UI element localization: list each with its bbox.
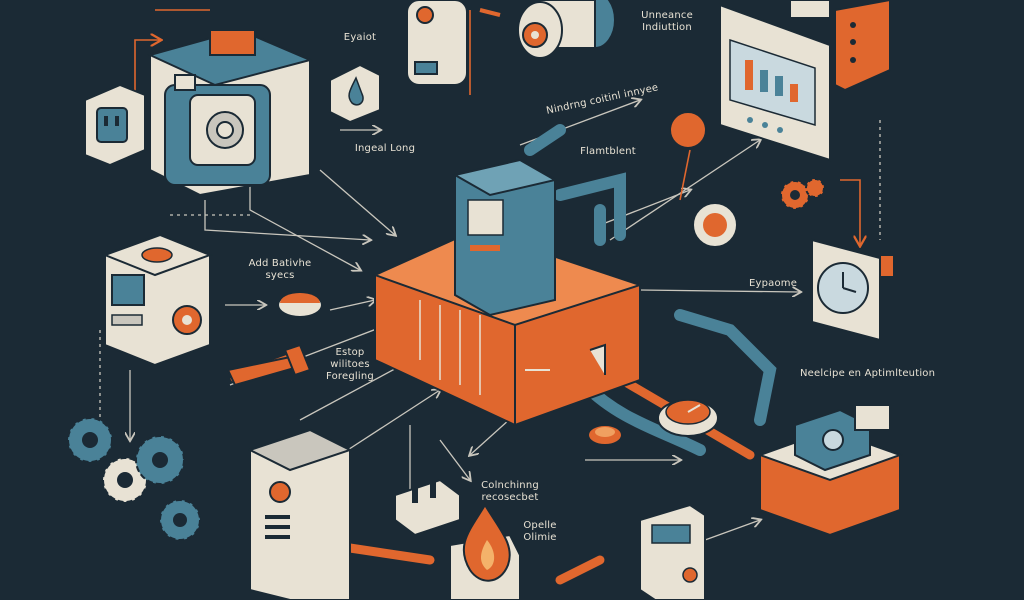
central-server-icon xyxy=(372,158,644,427)
label-bottom-left: Or wnini F xyxy=(268,575,312,598)
gear-icon xyxy=(780,178,825,210)
oven-icon xyxy=(147,28,314,197)
label-colnchinng: Colnchinng recosecbet xyxy=(481,480,539,503)
coin-icon xyxy=(587,424,623,446)
label-opelle: Opelle Olimie xyxy=(523,520,557,543)
dial-icon xyxy=(669,111,738,248)
notification-icon xyxy=(789,0,891,92)
flame-icon xyxy=(449,503,521,600)
drop-icon xyxy=(329,63,381,124)
label-eypaome: Eypaome xyxy=(748,278,798,289)
gauge-icon xyxy=(657,399,719,437)
motor-icon xyxy=(517,0,616,59)
clock-icon xyxy=(811,238,895,342)
label-estop: Estop wilitoes Foregling xyxy=(326,347,374,382)
furnace-icon xyxy=(247,428,353,600)
label-ingeal-long: Ingeal Long xyxy=(354,143,416,154)
water-heater-icon xyxy=(406,0,501,86)
label-unneance: Unneance Indiuttion xyxy=(641,10,693,33)
dashboard-icon xyxy=(719,3,831,162)
label-optimization: Neelcipe en Aptimlteution xyxy=(800,368,936,379)
label-add-bativhe: Add Bativhe syecs xyxy=(248,258,312,281)
router-icon xyxy=(757,404,903,537)
switch-icon xyxy=(394,478,461,537)
plug-icon xyxy=(226,343,312,387)
thermostat-icon xyxy=(102,233,213,367)
label-eyaiot: Eyaiot xyxy=(343,32,377,43)
teal-pipes xyxy=(524,124,777,456)
dial-icon xyxy=(277,292,323,318)
connectors xyxy=(99,100,881,541)
outlet-icon xyxy=(84,83,146,167)
label-flamtblent: Flamtblent xyxy=(580,146,636,157)
meter-icon xyxy=(639,503,706,600)
gear-icon xyxy=(67,417,201,541)
